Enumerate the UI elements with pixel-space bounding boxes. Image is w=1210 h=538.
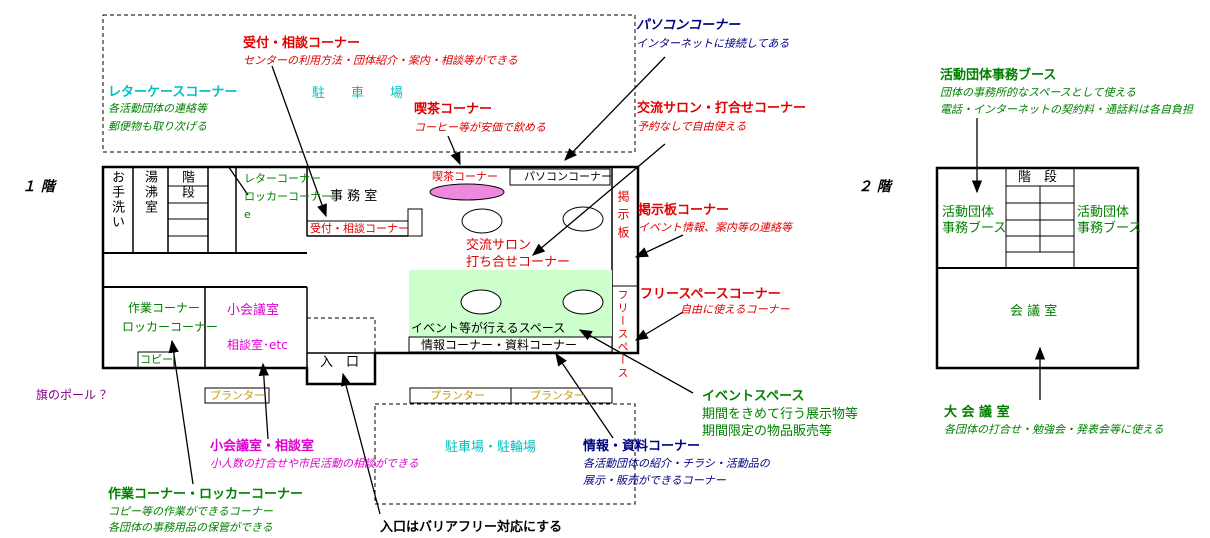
callout-booth-desc2: 電話・インターネットの契約料・通話料は各自負担 <box>940 103 1193 116</box>
callout-hall-title: 大 会 議 室 <box>944 405 1010 420</box>
room-salon-line1: 交流サロン <box>466 238 532 253</box>
callout-reception-desc: センターの利用方法・団体紹介・案内・相談等ができる <box>243 54 518 67</box>
table-shape <box>460 289 502 315</box>
room-cafe: 喫茶コーナー <box>432 170 498 183</box>
room-small-meeting: 小会議室 <box>227 303 280 318</box>
callout-cafe-title: 喫茶コーナー <box>414 102 493 117</box>
room2-booth-right-line1: 活動団体 <box>1077 205 1130 220</box>
parking-top-area <box>102 14 636 153</box>
room-letter-extra: e <box>244 208 251 221</box>
table-shape <box>562 206 604 232</box>
floor-label-1f: １ 階 <box>22 179 55 195</box>
room-consult: 相談室･etc <box>227 338 288 352</box>
callout-bulletin-title: 掲示板コーナー <box>638 203 730 218</box>
building-outline-2f <box>935 166 1140 370</box>
callout-event-title: イベントスペース <box>702 389 805 404</box>
room-entrance: 入 口 <box>320 355 360 370</box>
callout-salon-title: 交流サロン・打合せコーナー <box>637 101 807 116</box>
room-event-space: イベント等が行えるスペース <box>411 321 566 335</box>
info-corner-box <box>408 336 613 353</box>
planter-label: プランター <box>430 389 485 402</box>
callout-pc-title: パソコンコーナー <box>636 18 741 33</box>
room-work-corner: 作業コーナー <box>128 301 201 315</box>
room2-booth-right-line2: 事務ブース <box>1077 221 1142 236</box>
cafe-oval <box>429 183 505 201</box>
callout-booth-title: 活動団体事務ブース <box>940 68 1057 83</box>
planter-label: プランター <box>210 389 265 402</box>
room2-hall: 会 議 室 <box>1010 304 1058 319</box>
callout-info-title: 情報・資料コーナー <box>583 439 701 454</box>
callout-salon-desc: 予約なしで自由使える <box>637 120 747 133</box>
room-copy: コピー <box>140 353 173 366</box>
callout-info-desc1: 各活動団体の紹介・チラシ・活動品の <box>583 457 770 470</box>
room-salon-line2: 打ち合せコーナー <box>466 255 571 270</box>
callout-work-desc1: コピー等の作業ができるコーナー <box>108 505 273 518</box>
callout-arrows <box>168 56 1046 515</box>
callout-reception-title: 受付・相談コーナー <box>243 36 361 51</box>
callout-hall-desc: 各団体の打合せ・勉強会・発表会等に使える <box>944 423 1164 436</box>
flagpole-label: 旗のポール ？ <box>36 388 112 402</box>
room-pc: パソコンコーナー <box>524 170 612 183</box>
callout-bulletin-desc: イベント情報、案内等の連絡等 <box>638 221 792 234</box>
room-bulletin: 掲示板 <box>616 190 630 244</box>
callout-work-title: 作業コーナー・ロッカーコーナー <box>108 487 304 502</box>
callout-event-desc2: 期間限定の物品販売等 <box>702 424 833 439</box>
callout-small-title: 小会議室・相談室 <box>210 439 315 454</box>
callout-work-desc2: 各団体の事務用品の保管ができる <box>108 521 273 534</box>
callout-event-desc1: 期間をきめて行う展示物等 <box>702 407 859 422</box>
callout-letter-title: レターケースコーナー <box>108 85 238 100</box>
room-kitchen: 湯沸室 <box>142 170 157 215</box>
table-shape <box>562 289 604 315</box>
callout-letter-desc2: 郵便物も取り次げる <box>108 120 207 133</box>
room2-stairs: 階 段 <box>1018 170 1058 185</box>
planter-label: プランター <box>530 389 585 402</box>
room-letter-corner: レターコーナー <box>244 172 321 185</box>
callout-cafe-desc: コーヒー等が安価で飲める <box>414 121 546 134</box>
room-info: 情報コーナー・資料コーナー <box>421 338 578 352</box>
planter-box <box>204 387 270 404</box>
room-stairs: 階段 <box>179 170 194 200</box>
room2-booth-left-line1: 活動団体 <box>942 205 995 220</box>
table-shape <box>461 208 503 234</box>
callout-booth-desc1: 団体の事務所的なスペースとして使える <box>940 86 1137 99</box>
parking-bottom-area <box>374 403 636 505</box>
room-reception: 受付・相談コーナー <box>310 222 409 235</box>
parking-bottom-label: 駐車場・駐輪場 <box>445 440 537 455</box>
room-free-space: フリースペース <box>616 289 629 380</box>
room-office: 事 務 室 <box>330 189 378 204</box>
room-locker-corner: ロッカーコーナー <box>244 190 332 203</box>
callout-free-desc: 自由に使えるコーナー <box>680 303 790 316</box>
floor-label-2f: ２ 階 <box>858 179 891 195</box>
parking-top-label: 駐 車 場 <box>312 86 404 101</box>
callout-info-desc2: 展示・販売ができるコーナー <box>583 474 726 487</box>
callout-free-title: フリースペースコーナー <box>640 287 781 302</box>
callout-pc-desc: インターネットに接続してある <box>636 37 790 50</box>
callout-small-desc: 小人数の打合せや市民活動の相談ができる <box>210 457 419 470</box>
room2-booth-left-line2: 事務ブース <box>942 221 1007 236</box>
callout-entrance-title: 入口はバリアフリー対応にする <box>380 520 563 535</box>
callout-letter-desc1: 各活動団体の連絡等 <box>108 102 207 115</box>
room-toilet: お手洗い <box>109 170 124 230</box>
room-locker-corner-2: ロッカーコーナー <box>122 320 219 334</box>
